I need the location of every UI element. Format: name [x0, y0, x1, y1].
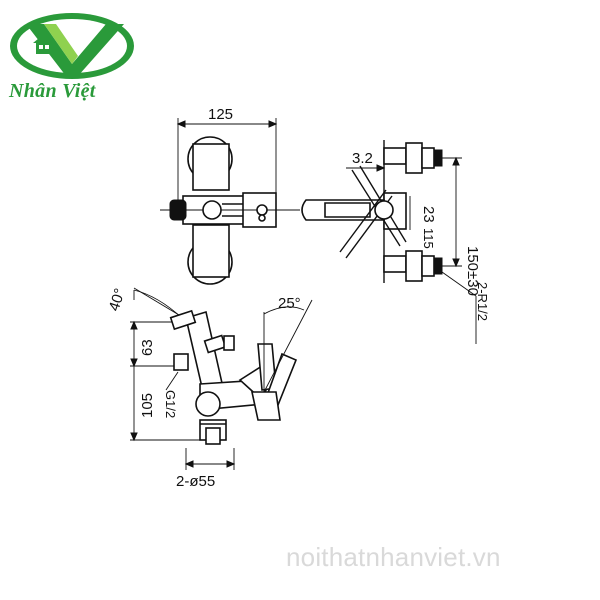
logo-v-light: [44, 24, 78, 64]
dim-small-b: 115: [421, 228, 436, 249]
front-view: 125: [160, 106, 300, 285]
website-watermark: noithatnhanviet.vn: [286, 542, 501, 572]
dim-thread-left: G1/2: [163, 390, 178, 418]
side-view: 3.2 150±30 23 115 2-R1/2: [301, 140, 490, 344]
bottom-view: 40° 63 105 G1/2: [106, 286, 313, 490]
logo-v-mark: [26, 24, 124, 76]
dim-height-lower: 105: [139, 393, 156, 418]
dim-height-upper: 63: [139, 339, 156, 356]
dim-small-a: 23: [420, 206, 437, 223]
dim-base-diameter: 2-ø55: [176, 473, 215, 490]
logo-window-icon: [39, 45, 43, 49]
brand-logo: [10, 13, 134, 79]
dim-thread-right: 2-R1/2: [475, 282, 490, 321]
dim-top-width: 125: [208, 106, 233, 123]
logo-roof-icon: [33, 34, 55, 43]
logo-window-icon-2: [45, 45, 49, 49]
dim-offset: 3.2: [352, 150, 373, 167]
brand-name: Nhân Việt: [9, 80, 96, 102]
dim-angle-left: 40°: [106, 286, 129, 313]
dim-center-distance: 150±30: [464, 246, 481, 296]
dim-angle-right: 25°: [278, 295, 301, 312]
